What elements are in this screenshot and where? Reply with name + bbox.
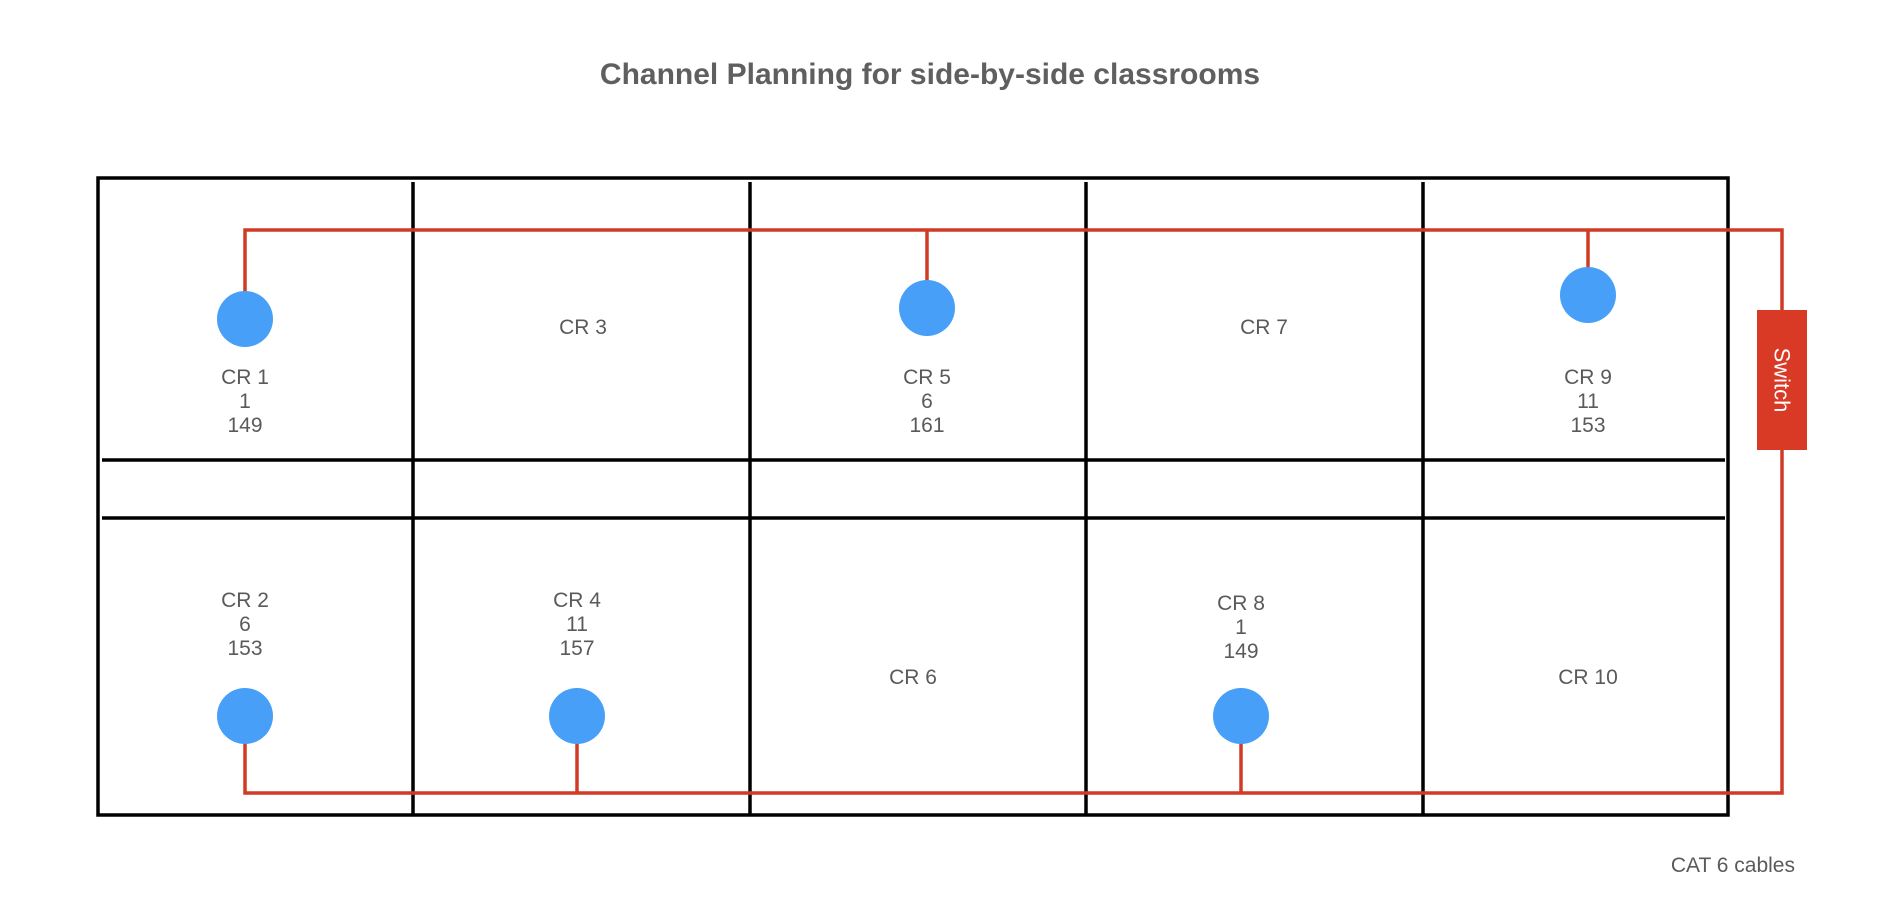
channel-24ghz-cr8: 1 bbox=[1235, 616, 1247, 639]
access-points bbox=[217, 267, 1616, 744]
channel-5ghz-cr1: 149 bbox=[227, 414, 262, 437]
room-name-cr1: CR 1 bbox=[221, 366, 269, 389]
access-point-cr9-icon[interactable] bbox=[1560, 267, 1616, 323]
channel-5ghz-cr5: 161 bbox=[909, 414, 944, 437]
access-point-cr5-icon[interactable] bbox=[899, 280, 955, 336]
room-name-cr7: CR 7 bbox=[1240, 316, 1288, 339]
channel-5ghz-cr8: 149 bbox=[1223, 640, 1258, 663]
access-point-cr1-icon[interactable] bbox=[217, 291, 273, 347]
room-name-cr9: CR 9 bbox=[1564, 366, 1612, 389]
floor-plan-walls bbox=[96, 176, 1730, 817]
room-name-cr2: CR 2 bbox=[221, 589, 269, 612]
access-point-cr4-icon[interactable] bbox=[549, 688, 605, 744]
room-name-cr10: CR 10 bbox=[1558, 666, 1618, 689]
channel-5ghz-cr4: 157 bbox=[559, 637, 594, 660]
room-name-cr3: CR 3 bbox=[559, 316, 607, 339]
channel-24ghz-cr2: 6 bbox=[239, 613, 251, 636]
cable-runs bbox=[243, 228, 1784, 795]
cable-type-note: CAT 6 cables bbox=[1671, 854, 1795, 877]
bottom-cable-run bbox=[243, 448, 1784, 795]
room-name-cr4: CR 4 bbox=[553, 589, 601, 612]
channel-24ghz-cr1: 1 bbox=[239, 390, 251, 413]
network-switch[interactable]: Switch bbox=[1757, 310, 1807, 450]
room-labels: CR 1 1 149 CR 2 6 153 CR 3 CR 4 11 157 C… bbox=[221, 316, 1618, 689]
room-name-cr5: CR 5 bbox=[903, 366, 951, 389]
top-cable-run bbox=[243, 228, 1784, 310]
access-point-cr2-icon[interactable] bbox=[217, 688, 273, 744]
channel-5ghz-cr9: 153 bbox=[1570, 414, 1605, 437]
diagram-title: Channel Planning for side-by-side classr… bbox=[600, 58, 1260, 91]
channel-24ghz-cr9: 11 bbox=[1577, 390, 1599, 413]
channel-5ghz-cr2: 153 bbox=[227, 637, 262, 660]
switch-label: Switch bbox=[1770, 348, 1795, 413]
channel-24ghz-cr4: 11 bbox=[566, 613, 588, 636]
building-outline bbox=[96, 176, 1730, 817]
room-name-cr6: CR 6 bbox=[889, 666, 937, 689]
channel-24ghz-cr5: 6 bbox=[921, 390, 933, 413]
room-name-cr8: CR 8 bbox=[1217, 592, 1265, 615]
access-point-cr8-icon[interactable] bbox=[1213, 688, 1269, 744]
switch-box[interactable] bbox=[1757, 310, 1807, 450]
